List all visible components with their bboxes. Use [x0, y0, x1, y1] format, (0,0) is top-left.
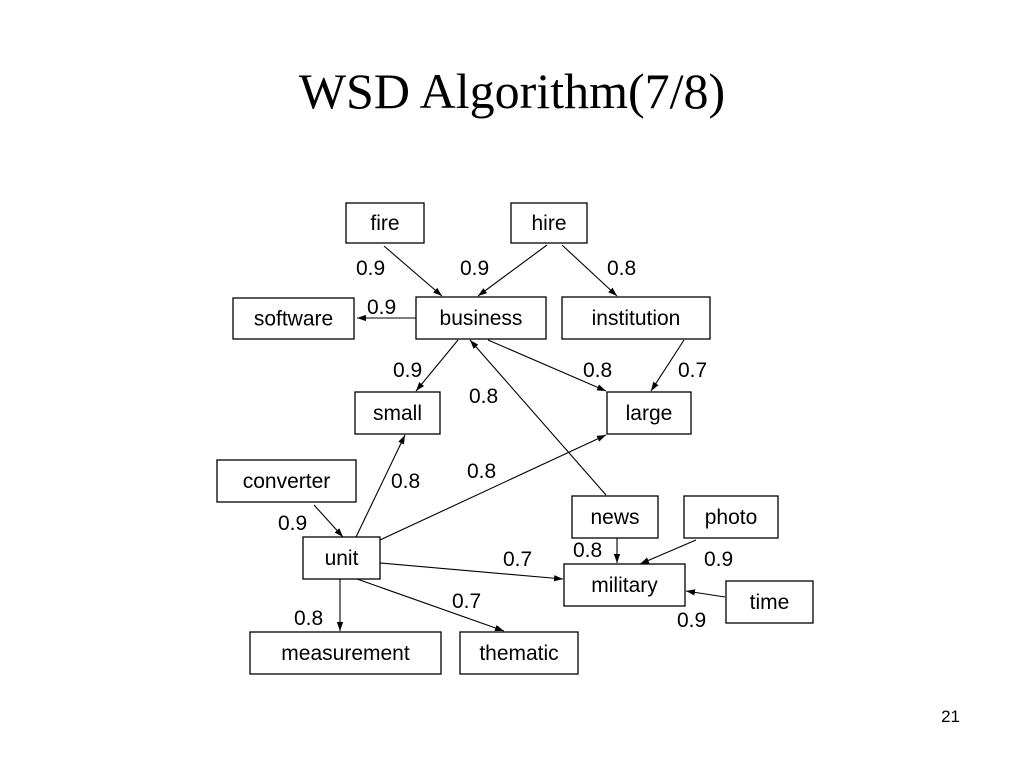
- node-box-measurement: [249, 631, 442, 675]
- edges-layer: [313, 244, 726, 632]
- edge-weight-unit-to-small: 0.8: [391, 470, 420, 493]
- edge-weight-news-to-military: 0.8: [573, 539, 602, 562]
- node-label-business: business: [440, 307, 523, 330]
- edge-weight-unit-to-large: 0.8: [467, 460, 496, 483]
- edge-unit-to-military: [379, 562, 564, 582]
- edge-arrow-hire-to-business: [477, 244, 548, 297]
- node-label-photo: photo: [705, 506, 758, 529]
- node-box-business: [415, 296, 547, 340]
- edge-weight-hire-to-institution: 0.8: [607, 257, 636, 280]
- node-box-converter: [216, 459, 357, 503]
- edge-arrow-institution-to-large: [650, 339, 685, 392]
- node-label-software: software: [254, 308, 333, 331]
- edge-weight-unit-to-military: 0.7: [503, 548, 532, 571]
- edge-arrow-converter-to-unit: [313, 504, 344, 538]
- edge-labels-layer: 0.9 0.9 0.8 0.9 0.9 0.8 0.7 0.8 0.9 0.8 0.8 0.7 0.8 0…: [278, 257, 733, 632]
- node-military: military: [563, 563, 686, 607]
- node-box-institution: [561, 296, 711, 340]
- edge-unit-to-large: [379, 434, 607, 541]
- node-news: news: [571, 495, 659, 539]
- node-box-thematic: [459, 631, 579, 675]
- node-label-measurement: measurement: [281, 642, 410, 665]
- node-box-military: [563, 563, 686, 607]
- edge-hire-to-institution: [561, 244, 618, 297]
- edge-unit-to-thematic: [356, 578, 505, 632]
- edge-hire-to-business: [477, 244, 548, 297]
- edge-photo-to-military: [639, 539, 697, 565]
- edge-arrow-hire-to-institution: [561, 244, 618, 297]
- edge-weight-time-to-military: 0.9: [677, 609, 706, 632]
- node-box-fire: [345, 202, 425, 244]
- node-fire: fire: [345, 202, 425, 244]
- node-large: large: [606, 391, 692, 435]
- edge-institution-to-large: [650, 339, 685, 392]
- node-label-time: time: [750, 591, 790, 614]
- node-label-military: military: [591, 574, 658, 597]
- node-photo: photo: [683, 495, 779, 539]
- node-label-institution: institution: [592, 307, 681, 330]
- edge-weight-unit-to-measurement: 0.8: [294, 607, 323, 630]
- edge-arrow-unit-to-thematic: [356, 578, 505, 632]
- node-label-converter: converter: [243, 470, 331, 493]
- node-label-small: small: [373, 402, 422, 425]
- node-box-hire: [510, 202, 588, 244]
- edge-arrow-unit-to-military: [379, 562, 564, 582]
- node-box-news: [571, 495, 659, 539]
- node-box-small: [354, 391, 441, 435]
- edge-arrow-news-to-business: [469, 339, 607, 496]
- edge-fire-to-business: [383, 245, 443, 297]
- node-label-unit: unit: [325, 547, 359, 570]
- edge-weight-business-to-small: 0.9: [393, 359, 422, 382]
- node-small: small: [354, 391, 441, 435]
- edge-time-to-military: [685, 589, 726, 598]
- node-label-fire: fire: [370, 212, 399, 235]
- edge-arrow-photo-to-military: [639, 539, 697, 565]
- edge-arrow-fire-to-business: [383, 245, 443, 297]
- edge-unit-to-small: [355, 434, 406, 538]
- node-measurement: measurement: [249, 631, 442, 675]
- edge-weight-news-to-business: 0.8: [469, 385, 498, 408]
- node-box-unit: [302, 536, 381, 580]
- edge-arrow-business-to-small: [415, 339, 459, 392]
- edge-weight-photo-to-military: 0.9: [704, 548, 733, 571]
- edge-weight-business-to-software: 0.9: [367, 296, 396, 319]
- edge-weight-institution-to-large: 0.7: [678, 359, 707, 382]
- edge-weight-business-to-large: 0.8: [583, 359, 612, 382]
- slide-title: WSD Algorithm(7/8): [298, 63, 726, 119]
- node-box-large: [606, 391, 692, 435]
- node-software: software: [232, 297, 355, 340]
- node-hire: hire: [510, 202, 588, 244]
- edge-arrow-unit-to-large: [379, 434, 607, 541]
- edge-arrow-business-to-large: [487, 339, 607, 392]
- edge-arrow-time-to-military: [685, 589, 726, 598]
- edge-news-to-business: [469, 339, 607, 496]
- node-label-news: news: [590, 506, 639, 529]
- edge-weight-fire-to-business: 0.9: [356, 257, 385, 280]
- edge-arrow-unit-to-small: [355, 434, 406, 538]
- node-thematic: thematic: [459, 631, 579, 675]
- node-box-time: [725, 580, 814, 624]
- node-converter: converter: [216, 459, 357, 503]
- node-institution: institution: [561, 296, 711, 340]
- edge-weight-unit-to-thematic: 0.7: [452, 590, 481, 613]
- edge-weight-hire-to-business: 0.9: [460, 257, 489, 280]
- node-unit: unit: [302, 536, 381, 580]
- node-business: business: [415, 296, 547, 340]
- node-time: time: [725, 580, 814, 624]
- page-number: 21: [941, 707, 960, 726]
- node-label-thematic: thematic: [479, 642, 558, 665]
- node-box-photo: [683, 495, 779, 539]
- nodes-layer: fire hire software business institution small…: [216, 202, 814, 675]
- node-label-large: large: [626, 402, 673, 425]
- edge-business-to-small: [415, 339, 459, 392]
- edge-weight-converter-to-unit: 0.9: [278, 512, 307, 535]
- edge-converter-to-unit: [313, 504, 344, 538]
- edge-business-to-large: [487, 339, 607, 392]
- node-box-software: [232, 297, 355, 340]
- node-label-hire: hire: [531, 212, 566, 235]
